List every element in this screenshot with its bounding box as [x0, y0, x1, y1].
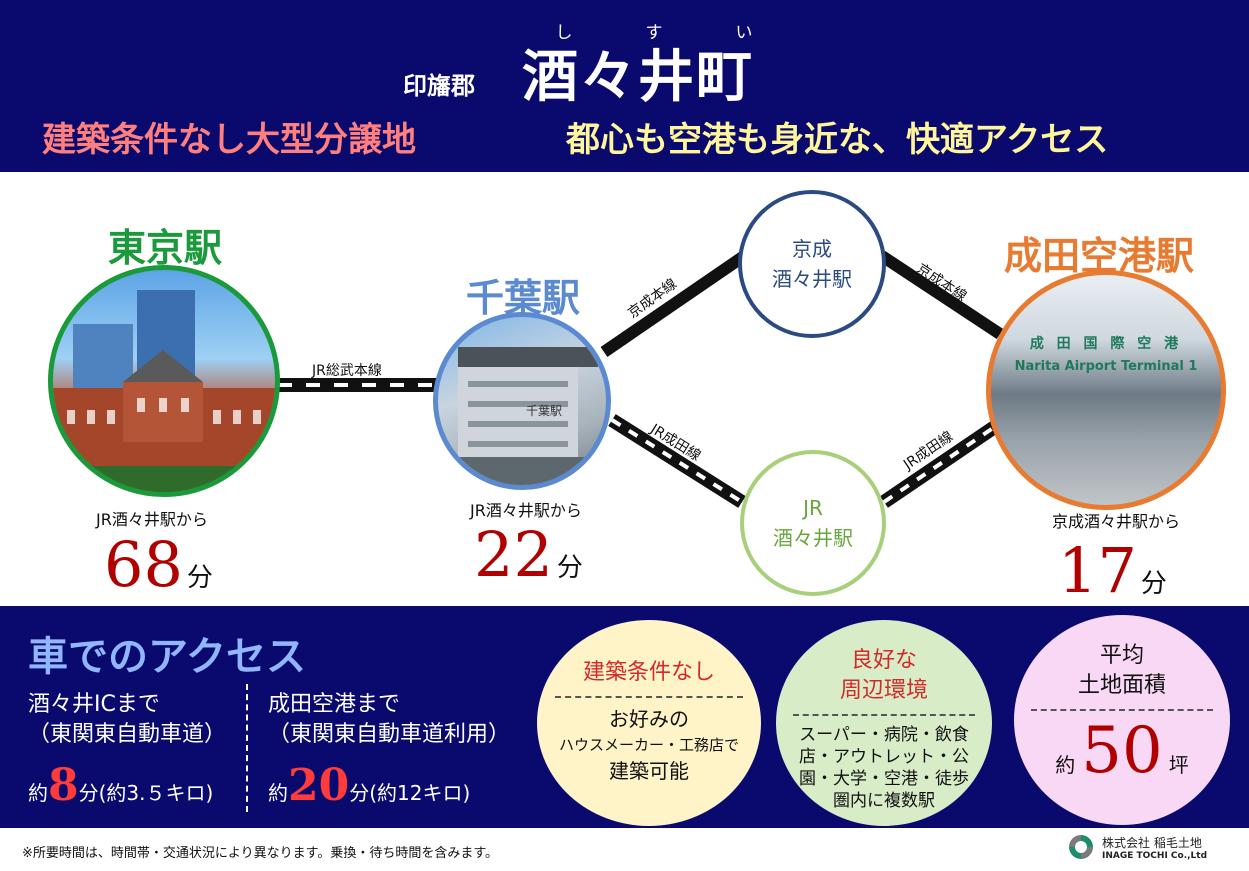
- narita-sign-en: Narita Airport Terminal 1: [1014, 359, 1198, 374]
- chiba-sign: 千葉駅: [526, 404, 562, 418]
- company-logo-text: 株式会社 稲毛土地 INAGE TOCHI Co.,Ltd: [1102, 834, 1207, 861]
- left-tagline: 建築条件なし大型分譲地: [42, 120, 416, 160]
- town-name: 酒々井町: [522, 45, 754, 110]
- car-airport-dest: 成田空港まで: [268, 692, 401, 717]
- chiba-minutes-value: 22: [474, 518, 553, 591]
- car-ic-time: 約8分(約3.５キロ): [28, 760, 226, 811]
- feature-title-line: 良好な: [850, 648, 917, 673]
- sobu-line-label: JR総武本線: [312, 363, 382, 379]
- jr-narita-line-left: [608, 414, 746, 508]
- keisei-shisui-station: 京成 酒々井駅: [738, 190, 886, 338]
- jr-shisui-line2: 酒々井駅: [773, 526, 853, 550]
- feature-body-line: 建築可能: [608, 759, 689, 783]
- feature-body-line: お好みの: [608, 707, 689, 731]
- right-tagline: 都心も空港も身近な、快適アクセス: [566, 120, 1109, 160]
- feature-no-conditions-title: 建築条件なし: [582, 660, 715, 685]
- car-ic-minutes: 8: [48, 760, 79, 811]
- town-furigana: し す い: [534, 18, 774, 43]
- tokyo-minutes-value: 68: [104, 528, 183, 601]
- feature-title-line: 平均: [1099, 643, 1144, 668]
- header-banner: [0, 0, 1249, 172]
- company-logo: 株式会社 稲毛土地 INAGE TOCHI Co.,Ltd: [1066, 832, 1207, 862]
- feature-environment-title: 良好な 周辺環境: [776, 620, 992, 706]
- land-area-unit: 坪: [1168, 753, 1189, 777]
- sobu-line: [278, 378, 438, 392]
- feature-no-conditions: 建築条件なし お好みの ハウスメーカー・工務店で 建築可能: [537, 620, 761, 826]
- narita-minutes-value: 17: [1058, 534, 1137, 607]
- car-divider: [246, 684, 248, 812]
- narita-from-text: 京成酒々井駅から: [1052, 512, 1181, 531]
- feature-land-area-title: 平均 土地面積: [1014, 615, 1230, 701]
- company-name-ja: 株式会社 稲毛土地: [1102, 835, 1202, 850]
- tokyo-from-text: JR酒々井駅から: [96, 510, 208, 529]
- car-airport-block: 成田空港まで （東関東自動車道利用） 約20分(約12キロ): [268, 690, 510, 811]
- car-airport-suffix: 分(約12キロ): [349, 781, 471, 805]
- car-airport-time: 約20分(約12キロ): [268, 760, 510, 811]
- company-name-en: INAGE TOCHI Co.,Ltd: [1102, 850, 1208, 861]
- tokyo-building-illustration: [53, 290, 275, 492]
- tokyo-minutes-unit: 分: [186, 563, 213, 593]
- car-ic-prefix: 約: [28, 781, 48, 805]
- feature-environment-body: スーパー・病院・飲食店・アウトレット・公園・大学・空港・徒歩圏内に複数駅: [799, 725, 969, 811]
- company-logo-icon: [1069, 835, 1093, 859]
- feature-body-line: ハウスメーカー・工務店で: [558, 736, 739, 754]
- chiba-minutes-unit: 分: [556, 553, 583, 583]
- feature-land-area: 平均 土地面積 約 50 坪: [1014, 615, 1230, 825]
- keisei-shisui-line2: 酒々井駅: [772, 267, 852, 291]
- car-ic-road: （東関東自動車道）: [28, 722, 227, 747]
- car-airport-road: （東関東自動車道利用）: [268, 722, 511, 747]
- feature-title-line: 土地面積: [1077, 673, 1166, 698]
- narita-airport-photo: 成 田 国 際 空 港 Narita Airport Terminal 1: [986, 270, 1226, 510]
- feature-no-conditions-body: お好みの ハウスメーカー・工務店で 建築可能: [559, 706, 739, 784]
- car-access-title: 車でのアクセス: [28, 634, 306, 680]
- feature-separator: [793, 714, 975, 716]
- feature-separator: [1031, 709, 1213, 711]
- route-map: [278, 250, 1004, 508]
- feature-title-line: 周辺環境: [839, 678, 928, 703]
- chiba-from-text: JR酒々井駅から: [470, 501, 582, 520]
- car-ic-suffix: 分(約3.５キロ): [78, 781, 214, 805]
- land-area-value: 約 50 坪: [1055, 719, 1188, 783]
- car-airport-minutes: 20: [288, 760, 350, 811]
- car-ic-block: 酒々井ICまで （東関東自動車道） 約8分(約3.５キロ): [28, 690, 226, 811]
- footnote: ※所要時間は、時間帯・交通状況により異なります。乗換・待ち時間を含みます。: [22, 846, 499, 861]
- furigana-char: す: [645, 23, 663, 43]
- tokyo-station-photo: [48, 265, 280, 497]
- car-airport-prefix: 約: [268, 781, 288, 805]
- jr-shisui-station: JR 酒々井駅: [740, 450, 886, 596]
- car-ic-dest: 酒々井ICまで: [28, 692, 160, 717]
- tokyo-station-name: 東京駅: [108, 226, 223, 270]
- narita-sign-ja: 成 田 国 際 空 港: [1029, 336, 1183, 352]
- land-area-number: 50: [1081, 714, 1163, 788]
- feature-environment: 良好な 周辺環境 スーパー・病院・飲食店・アウトレット・公園・大学・空港・徒歩圏…: [776, 620, 992, 826]
- land-area-prefix: 約: [1055, 753, 1076, 777]
- chiba-station-photo: 千葉駅: [433, 312, 611, 490]
- keisei-line-right: [878, 250, 1004, 340]
- furigana-char: し: [555, 23, 573, 43]
- feature-separator: [554, 696, 744, 698]
- district-name: 印旛郡: [403, 72, 475, 100]
- keisei-shisui-line1: 京成: [792, 237, 832, 261]
- chiba-building-illustration: 千葉駅: [438, 347, 606, 485]
- jr-narita-line-right: [880, 420, 1000, 508]
- furigana-char: い: [735, 23, 753, 43]
- keisei-line-left: [600, 251, 748, 357]
- jr-shisui-line1: JR: [803, 496, 823, 520]
- narita-minutes-unit: 分: [1140, 569, 1167, 599]
